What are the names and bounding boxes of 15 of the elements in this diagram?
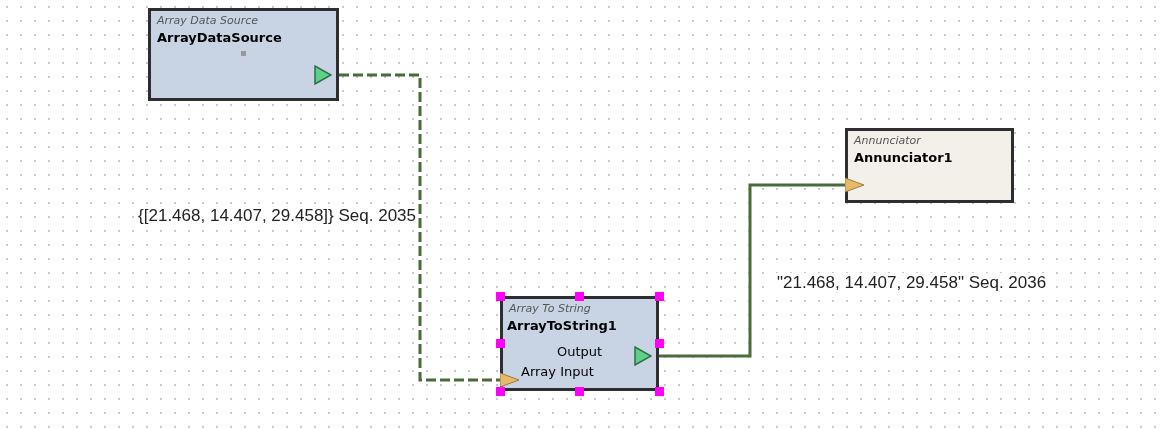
- node-type-label: Annunciator: [854, 135, 921, 146]
- node-title: Annunciator1: [854, 151, 953, 164]
- port-label: Output: [557, 345, 603, 358]
- node-title: ArrayToString1: [507, 319, 617, 332]
- connector-arrow: [339, 73, 520, 388]
- edge-label: {[21.468, 14.407, 29.458]} Seq. 2035: [137, 206, 417, 226]
- node-type-label: Array Data Source: [157, 15, 259, 26]
- node-title: ArrayDataSource: [157, 31, 282, 44]
- connector-arrow: [659, 177, 865, 358]
- node-type-label: Array To String: [509, 303, 591, 314]
- block-box: [845, 128, 1014, 203]
- block-box: [148, 8, 339, 101]
- port-label: Array Input: [521, 365, 594, 378]
- block-box: [500, 296, 659, 391]
- edge-label: "21.468, 14.407, 29.458" Seq. 2036: [776, 273, 1048, 293]
